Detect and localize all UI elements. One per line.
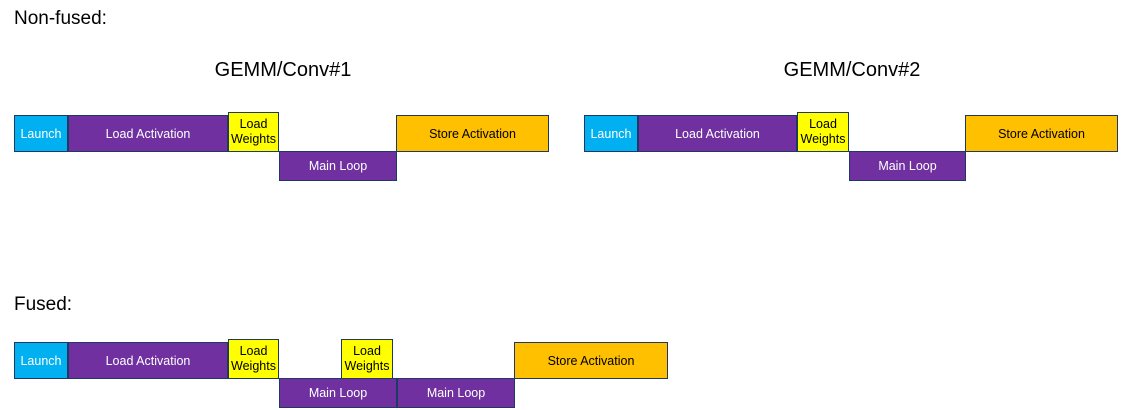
load-activation-bar: Load Activation <box>68 115 228 152</box>
main-loop-bar: Main Loop <box>279 151 397 181</box>
store-activation-bar: Store Activation <box>396 115 549 152</box>
load-activation-bar: Load Activation <box>68 342 228 379</box>
launch-bar: Launch <box>14 342 68 379</box>
store-activation-bar: Store Activation <box>965 115 1118 152</box>
store-activation-bar: Store Activation <box>514 342 668 379</box>
section-label-fused: Fused: <box>14 294 73 315</box>
section-label-non-fused: Non-fused: <box>14 8 107 29</box>
load-activation-bar: Load Activation <box>638 115 797 152</box>
load-weights-bar: Load Weights <box>797 112 849 152</box>
launch-bar: Launch <box>584 115 638 152</box>
group-title-gemm-conv-2: GEMM/Conv#2 <box>783 59 921 81</box>
group-title-gemm-conv-1: GEMM/Conv#1 <box>214 59 352 81</box>
main-loop-bar: Main Loop <box>397 378 515 408</box>
main-loop-bar: Main Loop <box>279 378 397 408</box>
main-loop-bar: Main Loop <box>849 151 966 181</box>
load-weights-bar: Load Weights <box>228 112 279 152</box>
load-weights-bar: Load Weights <box>228 339 279 379</box>
launch-bar: Launch <box>14 115 68 152</box>
load-weights-bar: Load Weights <box>341 339 393 379</box>
